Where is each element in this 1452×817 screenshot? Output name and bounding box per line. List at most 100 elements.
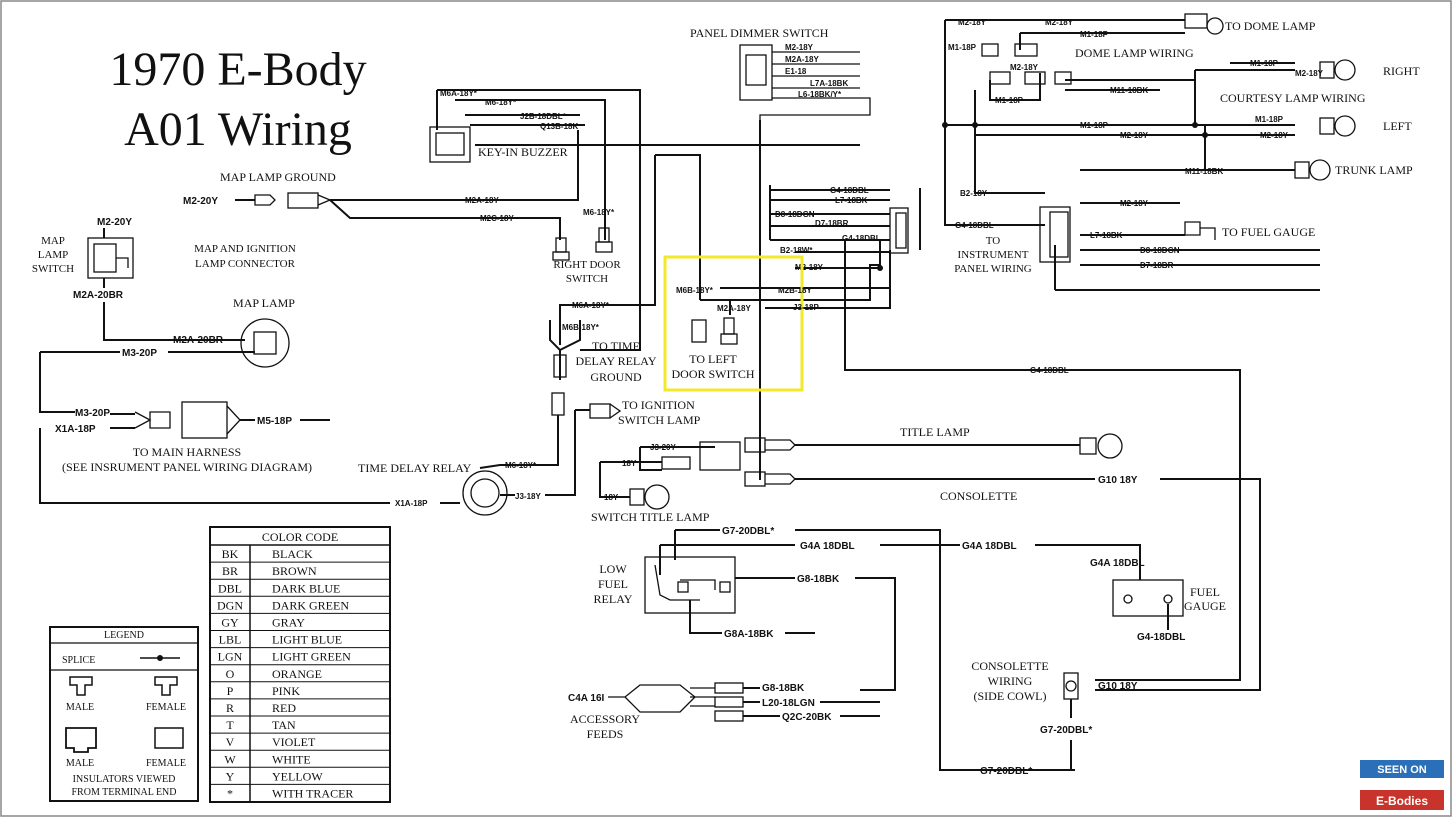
accessory-feeds-label-2: FEEDS bbox=[587, 727, 624, 741]
color-code-abbrev: O bbox=[226, 667, 235, 681]
wire-label: G7-20DBL* bbox=[980, 766, 1032, 777]
badge-line-2: E-Bodies bbox=[1376, 794, 1428, 808]
wire-label: 18Y bbox=[622, 459, 637, 468]
wire-label: M3-20P bbox=[75, 408, 110, 419]
to-dome-lamp-label: TO DOME LAMP bbox=[1225, 19, 1316, 33]
map-lamp-switch-label-1: MAP bbox=[41, 235, 65, 247]
to-ignition-label-2: SWITCH LAMP bbox=[618, 413, 701, 427]
male-insulator-icon bbox=[65, 727, 97, 753]
color-code-header: COLOR CODE bbox=[262, 530, 338, 544]
color-code-abbrev: LGN bbox=[218, 650, 243, 664]
wire-label: G7-20DBL* bbox=[1040, 725, 1092, 736]
time-delay-relay-label: TIME DELAY RELAY bbox=[358, 461, 472, 475]
wire-label: G10 18Y bbox=[1098, 475, 1138, 486]
wire-label: M2C-18Y bbox=[480, 214, 514, 223]
color-code-name: VIOLET bbox=[272, 735, 316, 749]
wire-label: L7-18BK bbox=[1090, 231, 1123, 240]
legend-male-label-2: MALE bbox=[66, 758, 94, 769]
legend-note-1: INSULATORS VIEWED bbox=[73, 774, 176, 785]
center-section: G4-18DBL L7-18BK D8-18DGN D7-18BR G4-18D… bbox=[358, 154, 1241, 681]
title-line-1: 1970 E-Body bbox=[109, 43, 366, 96]
to-time-delay-label-2: DELAY RELAY bbox=[575, 354, 656, 368]
color-code-name: WITH TRACER bbox=[272, 787, 353, 801]
legend-splice-label: SPLICE bbox=[62, 655, 95, 666]
wire-label: M2-18Y bbox=[1045, 18, 1074, 27]
switch-title-lamp-label: SWITCH TITLE LAMP bbox=[591, 510, 710, 524]
color-code-abbrev: BR bbox=[222, 564, 238, 578]
wire-label: G4-18DBL bbox=[830, 186, 869, 195]
splice-dot-icon bbox=[157, 655, 163, 661]
wire-label: M6B-18Y* bbox=[676, 286, 714, 295]
wire-label: M2-18Y bbox=[1295, 69, 1324, 78]
wire-label: X1A-18P bbox=[55, 424, 96, 435]
wire-label: M1-18P bbox=[1080, 121, 1109, 130]
wire-label: M2-18Y bbox=[1120, 131, 1149, 140]
color-code-name: ORANGE bbox=[272, 667, 322, 681]
wire-label: J2B-18DBL* bbox=[520, 112, 567, 121]
wire-label: G8A-18BK bbox=[724, 629, 774, 640]
wire-label: M1-18P bbox=[1250, 59, 1279, 68]
map-ignition-connector-label-2: LAMP CONNECTOR bbox=[195, 258, 296, 270]
wire-label: M1-18P bbox=[948, 43, 977, 52]
to-instrument-label-3: PANEL WIRING bbox=[954, 263, 1032, 275]
to-instrument-label-2: INSTRUMENT bbox=[958, 249, 1029, 261]
title-lamp-section: TITLE LAMP G10 18Y CONSOLETTE J3-20Y 18Y… bbox=[591, 425, 1261, 691]
color-code-abbrev: BK bbox=[222, 547, 239, 561]
wire-label: G7-20DBL* bbox=[722, 526, 774, 537]
wire-label: J3-18Y bbox=[515, 492, 541, 501]
key-in-buzzer: KEY-IN BUZZER M6A-18Y* M6-18Y* J2B-18DBL… bbox=[429, 89, 860, 351]
wire-label: M2-20Y bbox=[183, 196, 218, 207]
wire-label: Q13B-18K bbox=[540, 122, 578, 131]
color-code-name: LIGHT GREEN bbox=[272, 650, 351, 664]
color-code-abbrev: DBL bbox=[218, 581, 242, 595]
wire-label: M2-18Y bbox=[1010, 63, 1039, 72]
wire-label: D8-18DGN bbox=[1140, 246, 1180, 255]
wire-label: G8-18BK bbox=[762, 683, 805, 694]
to-ignition-label-1: TO IGNITION bbox=[622, 398, 695, 412]
wire-label: B2-18W* bbox=[780, 246, 813, 255]
legend-note-2: FROM TERMINAL END bbox=[71, 787, 176, 798]
map-lamp-switch-label-3: SWITCH bbox=[32, 263, 74, 275]
panel-dimmer-switch-label: PANEL DIMMER SWITCH bbox=[690, 26, 829, 40]
legend-box: LEGEND SPLICE MALE FEMALE MALE FEMALE IN… bbox=[49, 626, 199, 802]
color-code-abbrev: V bbox=[226, 735, 235, 749]
wire-label: M1-18P bbox=[1255, 115, 1284, 124]
badge-line-1: SEEN ON bbox=[1377, 764, 1427, 776]
wire-label: J3-20Y bbox=[650, 443, 676, 452]
title-lamp-label: TITLE LAMP bbox=[900, 425, 970, 439]
map-lamp-switch-label-2: LAMP bbox=[38, 249, 69, 261]
wire-label: J3-18P bbox=[793, 303, 819, 312]
wire-label: L7A-18BK bbox=[810, 79, 848, 88]
wire-label: M2A-18Y bbox=[465, 196, 499, 205]
wire-label: G8-18BK bbox=[797, 574, 840, 585]
wire-label: M11-18BK bbox=[1185, 167, 1223, 176]
wire-label: M2A-20BR bbox=[73, 290, 124, 301]
color-code-name: DARK BLUE bbox=[272, 581, 340, 595]
wire-label: Q2C-20BK bbox=[782, 712, 832, 723]
color-code-abbrev: T bbox=[226, 718, 234, 732]
wire-label: M6-18Y* bbox=[583, 208, 615, 217]
wire-label: M2-18Y bbox=[1120, 199, 1149, 208]
color-code-name: PINK bbox=[272, 684, 300, 698]
wire-label: 18Y bbox=[604, 493, 619, 502]
color-code-name: GRAY bbox=[272, 616, 305, 630]
wire-label: M1-18P bbox=[995, 96, 1024, 105]
to-fuel-gauge-label: TO FUEL GAUGE bbox=[1222, 225, 1315, 239]
male-connector-icon bbox=[69, 676, 93, 696]
wire-label: G4A 18DBL bbox=[962, 541, 1017, 552]
wire-label: M6-18Y* bbox=[505, 461, 537, 470]
legend-title: LEGEND bbox=[104, 630, 144, 641]
to-main-harness-label-2: (SEE INSRUMENT PANEL WIRING DIAGRAM) bbox=[62, 460, 312, 474]
wire-label: M2A-18Y bbox=[785, 55, 819, 64]
wire-label: C4A 16I bbox=[568, 693, 605, 704]
wire-label: G4-18DBL bbox=[955, 221, 994, 230]
color-code-name: BROWN bbox=[272, 564, 317, 578]
wire-label: D8-18DGN bbox=[775, 210, 815, 219]
wire-label: M2-18Y bbox=[785, 43, 814, 52]
title-line-2: A01 Wiring bbox=[124, 103, 352, 156]
wire-label: M6A-18Y* bbox=[440, 89, 478, 98]
color-code-name: DARK GREEN bbox=[272, 598, 349, 612]
wire-label: X1A-18P bbox=[395, 499, 428, 508]
